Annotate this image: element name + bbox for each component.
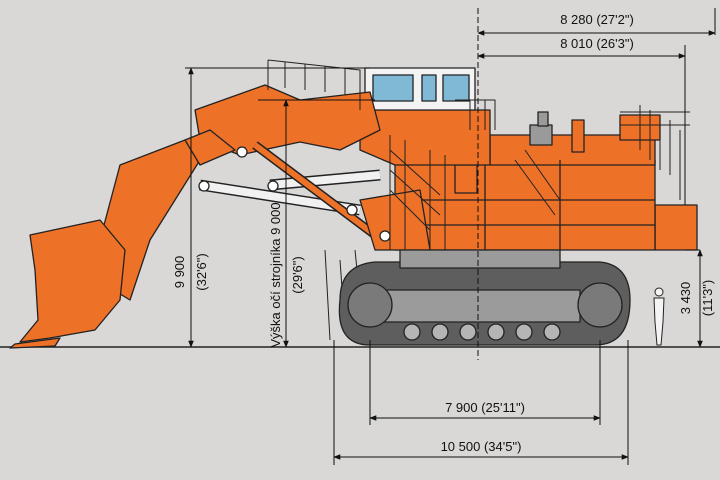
handrails (267, 59, 690, 341)
counterweight-clearance-ft-label: (11'3") (700, 280, 715, 316)
cab-window-front (372, 74, 414, 102)
crawler-length-label: 10 500 (34'5") (441, 439, 522, 454)
bucket (19, 219, 126, 343)
carbody (399, 249, 561, 269)
cab-window-rear (442, 74, 470, 102)
rear-sprocket (577, 282, 623, 328)
bucket-teeth (9, 337, 61, 349)
overall-width-label: 8 280 (27'2") (560, 12, 634, 27)
operator-eye-height-ft-label: (29'6") (290, 256, 305, 293)
engine-top (529, 124, 553, 146)
dimension-lines (185, 8, 716, 465)
track-rollers (403, 323, 561, 341)
operator-eye-height-label: Výška očí strojníka 9 000 (268, 202, 283, 347)
max-height-ft-label: (32'6") (194, 253, 209, 290)
cab-window-door (421, 74, 437, 102)
person-scale-figure (653, 287, 665, 346)
max-height-mm-label: 9 900 (172, 256, 187, 289)
counterweight-clearance-mm-label: 3 430 (678, 282, 693, 315)
exhaust-stack (571, 119, 585, 153)
front-idler (347, 282, 393, 328)
undercarriage-width-label: 8 010 (26'3") (560, 36, 634, 51)
counterweight (654, 204, 698, 251)
track-frame (379, 289, 581, 323)
tumbler-distance-label: 7 900 (25'11") (445, 400, 525, 415)
excavator-body (9, 59, 698, 349)
